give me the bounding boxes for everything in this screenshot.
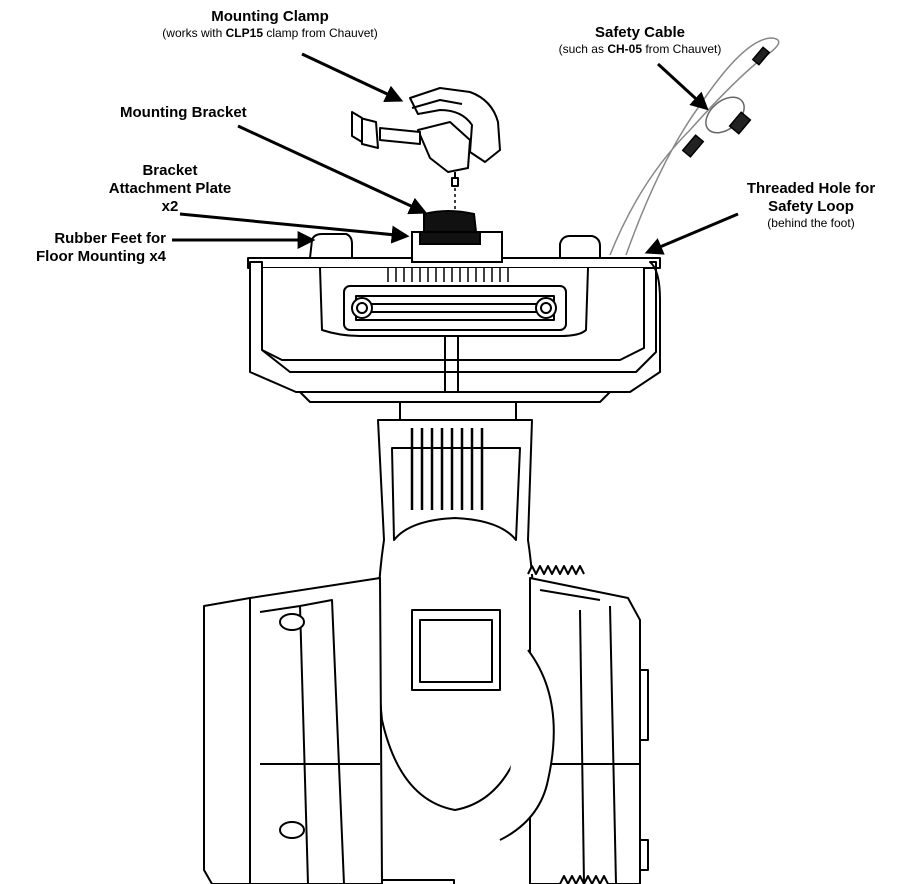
rubber-feet-line2: Floor Mounting x4 <box>36 248 166 265</box>
safety-cable <box>609 37 780 256</box>
threaded-hole-sub: (behind the foot) <box>767 216 855 230</box>
safety-cable-sub-bold: CH-05 <box>607 42 642 56</box>
arrow-threaded-hole <box>644 212 739 255</box>
label-mounting-clamp: Mounting Clamp (works with CLP15 clamp f… <box>130 8 410 40</box>
fixture-base <box>247 233 661 403</box>
arrow-safety-cable <box>656 62 709 111</box>
arrow-bracket-plate <box>179 212 410 244</box>
safety-cable-sub-pre: (such as <box>558 42 608 56</box>
bracket-plate-line3: x2 <box>161 198 179 215</box>
arrow-mounting-clamp <box>301 52 404 103</box>
label-threaded-hole: Threaded Hole for Safety Loop (behind th… <box>722 180 900 230</box>
mounting-clamp-sub-pre: (works with <box>162 26 226 40</box>
arrow-mounting-bracket <box>237 124 428 215</box>
threaded-hole-line1: Threaded Hole for <box>746 180 876 197</box>
callout-arrows <box>172 52 739 255</box>
rubber-foot-left <box>309 233 353 259</box>
mounting-clamp <box>351 87 501 187</box>
label-mounting-bracket: Mounting Bracket <box>120 104 247 121</box>
bracket-plate-line1: Bracket <box>142 162 198 179</box>
fixture-head <box>203 565 649 884</box>
mounting-clamp-sub-post: clamp from Chauvet) <box>263 26 378 40</box>
mounting-clamp-title: Mounting Clamp <box>211 8 329 25</box>
label-bracket-attachment-plate: Bracket Attachment Plate x2 <box>70 162 270 216</box>
mounting-clamp-sub-bold: CLP15 <box>225 26 263 40</box>
label-rubber-feet: Rubber Feet for Floor Mounting x4 <box>4 230 166 266</box>
safety-cable-subtitle: (such as CH-05 from Chauvet) <box>510 42 770 56</box>
threaded-hole-line2: Safety Loop <box>768 198 854 215</box>
fixture-yoke <box>376 401 535 811</box>
bracket-plate-line2: Attachment Plate <box>108 180 232 197</box>
label-safety-cable: Safety Cable (such as CH-05 from Chauvet… <box>510 24 770 56</box>
rubber-feet-line1: Rubber Feet for <box>54 230 166 247</box>
mounting-clamp-subtitle: (works with CLP15 clamp from Chauvet) <box>130 26 410 40</box>
rubber-foot-right <box>559 235 601 259</box>
mounting-bracket <box>411 210 503 263</box>
safety-cable-title: Safety Cable <box>594 24 686 41</box>
safety-cable-sub-post: from Chauvet) <box>642 42 722 56</box>
